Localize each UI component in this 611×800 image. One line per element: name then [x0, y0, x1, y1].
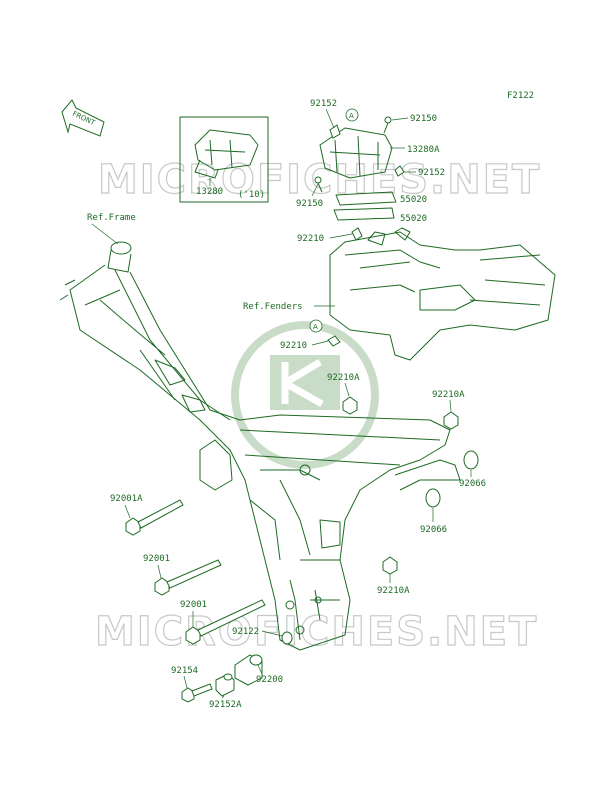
collar-92122 — [281, 631, 293, 645]
main-frame — [59, 241, 461, 651]
plate-55020-b — [333, 207, 395, 221]
logo-text: Kawasaki — [262, 415, 337, 431]
callout-A-top-text: A — [349, 112, 354, 120]
nut-92210A-c — [382, 556, 398, 575]
fender-assembly — [327, 227, 556, 361]
label-92001A: 92001A — [110, 494, 143, 504]
label-92152-mid: 92152 — [418, 168, 445, 178]
label-92001-a: 92001 — [143, 554, 170, 564]
label-92200: 92200 — [256, 675, 283, 685]
label-ref-frame: Ref.Frame — [87, 213, 136, 223]
bolt-92154 — [181, 683, 213, 703]
label-92150-left: 92150 — [296, 199, 323, 209]
upper-bracket-13280A — [314, 116, 405, 193]
spacer-92200 — [234, 654, 263, 686]
label-55020-b: 55020 — [400, 214, 427, 224]
label-92150-top: 92150 — [410, 114, 437, 124]
label-92001-b: 92001 — [180, 600, 207, 610]
inset-box — [179, 116, 269, 203]
label-92066-b: 92066 — [420, 525, 447, 535]
front-arrow-icon: FRONT — [61, 99, 105, 137]
plate-55020-a — [335, 191, 397, 206]
label-92066-a: 92066 — [459, 479, 486, 489]
label-55020-a: 55020 — [400, 195, 427, 205]
label-92154: 92154 — [171, 666, 198, 676]
label-92210A-c: 92210A — [377, 586, 410, 596]
label-92210-a: 92210 — [297, 234, 324, 244]
callout-A-mid-text: A — [313, 323, 318, 331]
label-92210A-b: 92210A — [432, 390, 465, 400]
label-inset-year: ('10) — [238, 190, 265, 200]
label-ref-fenders: Ref.Fenders — [243, 302, 303, 312]
label-92210-b: 92210 — [280, 341, 307, 351]
callout-A-mid — [309, 319, 323, 333]
label-13280: 13280 — [196, 187, 223, 197]
cap-92066-b — [425, 488, 441, 508]
diagram-code: F2122 — [507, 91, 534, 101]
label-92122: 92122 — [232, 627, 259, 637]
bolt-92001A — [125, 499, 184, 536]
callout-A-top — [345, 108, 359, 122]
watermark-bottom: MICROFICHES.NET — [95, 609, 538, 655]
cap-92066-a — [463, 450, 479, 470]
nut-92210A-a — [342, 396, 358, 415]
label-13280A: 13280A — [407, 145, 440, 155]
collar-92152A — [215, 673, 235, 697]
label-92152-top: 92152 — [310, 99, 337, 109]
bolt-92001-a — [154, 559, 222, 596]
nut-92210A-b — [443, 411, 459, 430]
label-92210A-a: 92210A — [327, 373, 360, 383]
label-92152A: 92152A — [209, 700, 242, 710]
